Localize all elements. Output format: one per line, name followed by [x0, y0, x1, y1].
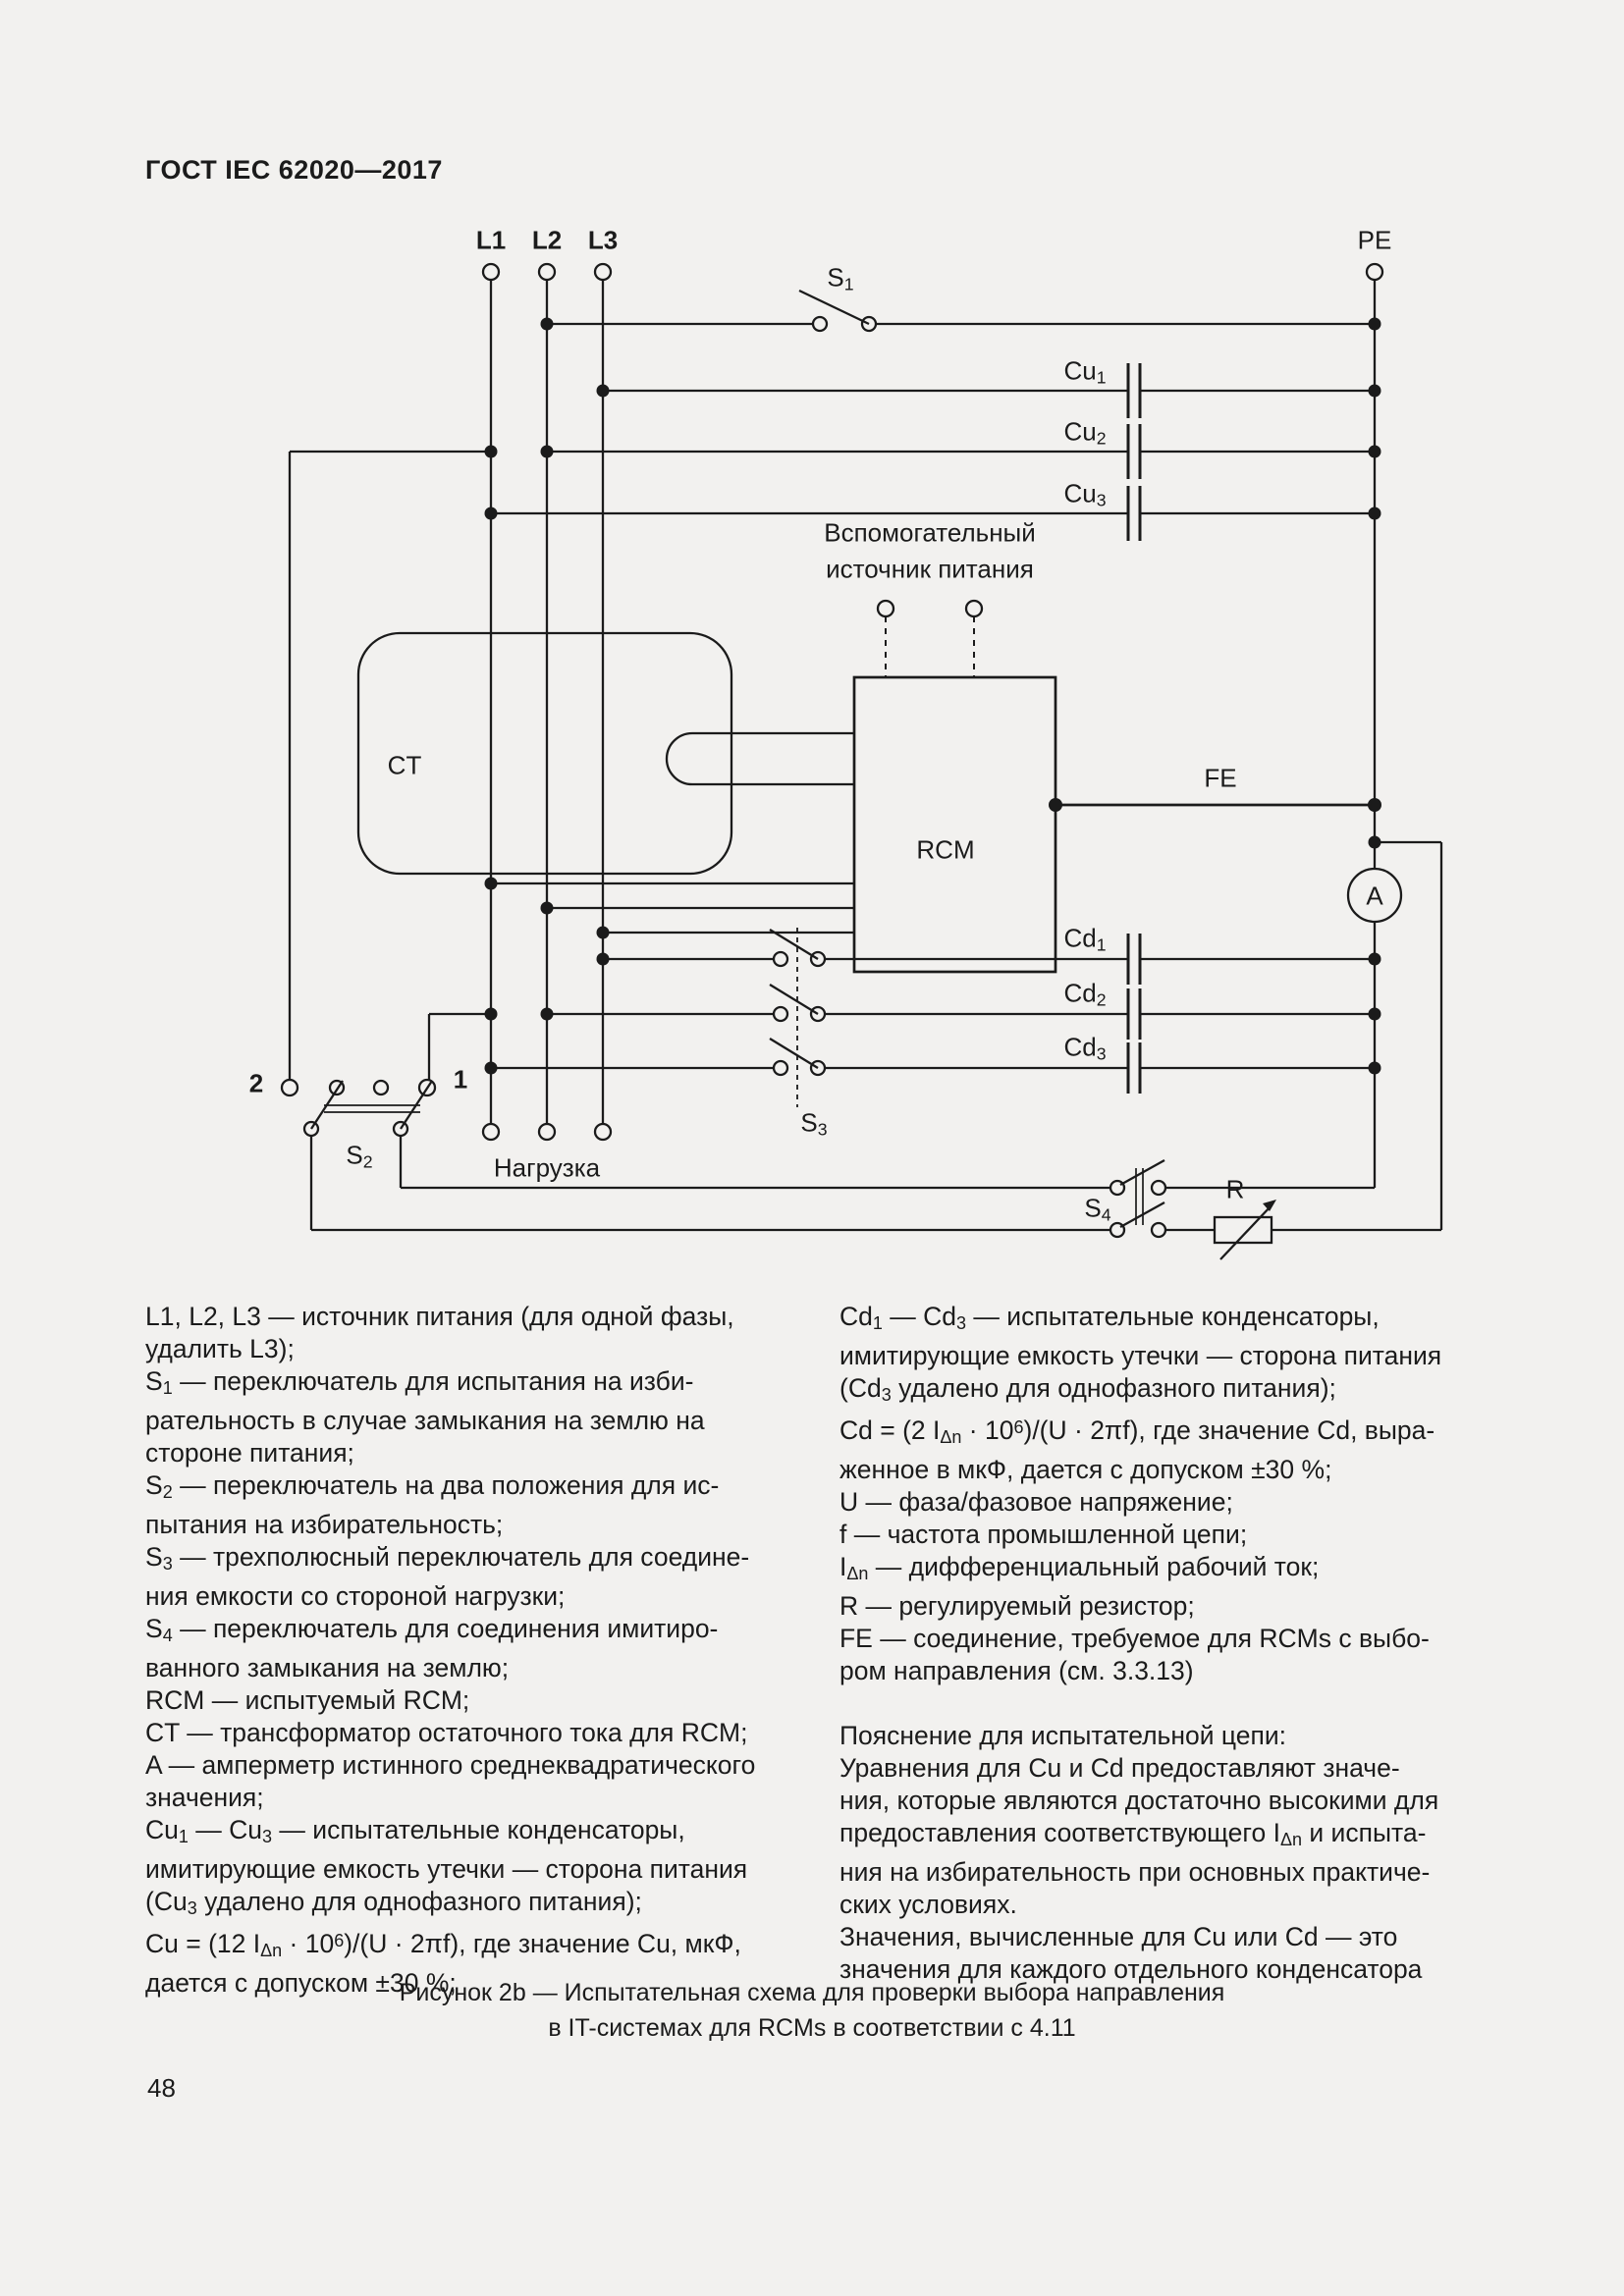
legend-line: имитирующие емкость утечки — сторона пит… — [839, 1341, 1442, 1370]
label-cd1: Cd1 — [1063, 923, 1107, 955]
legend-line: (Cu3 удалено для однофазного питания); — [145, 1887, 642, 1918]
label-cd3: Cd3 — [1063, 1032, 1107, 1064]
legend-line: удалить L3); — [145, 1334, 295, 1363]
legend-line: RCM — испытуемый RCM; — [145, 1685, 470, 1715]
load-terminal-l2 — [537, 1122, 557, 1142]
legend-left-column: L1, L2, L3 — источник питания (для одной… — [145, 1301, 848, 2000]
label-s4: S4 — [1084, 1193, 1111, 1225]
legend-line: FE — соединение, требуемое для RCMs с вы… — [839, 1624, 1430, 1653]
capacitor-cu1 — [603, 363, 1375, 418]
legend-line: предоставления соответствующего IΔn и ис… — [839, 1818, 1427, 1849]
legend-line: Пояснение для испытательной цепи: — [839, 1721, 1287, 1750]
capacitor-cd2 — [429, 984, 1375, 1040]
page-title: ГОСТ IEC 62020—2017 — [145, 155, 443, 185]
rcm-input-leads — [491, 881, 854, 934]
label-cu1: Cu1 — [1063, 355, 1107, 388]
legend-line: стороне питания; — [145, 1438, 354, 1468]
pe-rail — [1365, 262, 1384, 1188]
label-cu2: Cu2 — [1063, 416, 1107, 449]
legend-line: Cu1 — Cu3 — испытательные конденсаторы, — [145, 1815, 685, 1846]
legend-line: CT — трансформатор остаточного тока для … — [145, 1718, 748, 1747]
legend-line: f — частота промышленной цепи; — [839, 1520, 1248, 1549]
legend-line: значения; — [145, 1783, 264, 1812]
legend-line: (Cd3 удалено для однофазного питания); — [839, 1373, 1336, 1405]
label-pe: PE — [1357, 225, 1392, 255]
switch-s1 — [547, 289, 1375, 333]
figure-caption-line1: Рисунок 2b — Испытательная схема для про… — [399, 1979, 1225, 2006]
label-s3: S3 — [800, 1107, 828, 1140]
label-rcm: RCM — [916, 834, 975, 865]
legend-line: Уравнения для Cu и Cd предоставляют знач… — [839, 1753, 1400, 1783]
load-terminal-l1 — [481, 1122, 501, 1142]
legend-line: рательность в случае замыкания на землю … — [145, 1406, 705, 1435]
label-position-2: 2 — [248, 1068, 264, 1098]
resistor-r — [1213, 1200, 1276, 1260]
label-load: Нагрузка — [493, 1152, 601, 1183]
switch-s2 — [280, 1014, 437, 1230]
label-cd2: Cd2 — [1063, 978, 1107, 1010]
label-ammeter: A — [1366, 881, 1383, 911]
legend-line: L1, L2, L3 — источник питания (для одной… — [145, 1302, 734, 1331]
legend-line: ских условиях. — [839, 1890, 1017, 1919]
terminal-l3 — [593, 262, 613, 282]
capacitor-cd3 — [491, 1038, 1375, 1094]
label-position-1: 1 — [453, 1064, 468, 1095]
legend-line: ния на избирательность при основных прак… — [839, 1857, 1431, 1887]
switch-s4 — [1109, 1158, 1167, 1239]
label-cu3: Cu3 — [1063, 478, 1107, 510]
label-aux-line1: Вспомогательный — [824, 517, 1036, 548]
legend-line — [839, 1687, 1527, 1720]
legend-line: U — фаза/фазовое напряжение; — [839, 1487, 1233, 1517]
label-l2: L2 — [531, 225, 563, 255]
terminal-l2 — [537, 262, 557, 282]
label-l1: L1 — [475, 225, 507, 255]
label-l3: L3 — [587, 225, 619, 255]
legend-line: ния, которые являются достаточно высоким… — [839, 1786, 1439, 1815]
load-terminal-l3 — [593, 1122, 613, 1142]
legend-line: S1 — переключатель для испытания на изби… — [145, 1366, 694, 1398]
legend-line: имитирующие емкость утечки — сторона пит… — [145, 1854, 748, 1884]
label-aux-line2: источник питания — [826, 554, 1034, 584]
legend-line: Cd = (2 IΔn · 106)/(U · 2πf), где значен… — [839, 1415, 1435, 1447]
legend-line: ванного замыкания на землю; — [145, 1653, 510, 1682]
terminal-l1 — [481, 262, 501, 282]
legend-line: ром направления (см. 3.3.13) — [839, 1656, 1194, 1685]
page-number: 48 — [147, 2073, 176, 2103]
legend-line: S3 — трехполюсный переключатель для соед… — [145, 1542, 750, 1574]
legend-line: ния емкости со стороной нагрузки; — [145, 1581, 566, 1611]
legend-line: R — регулируемый резистор; — [839, 1591, 1195, 1621]
label-s1: S1 — [827, 262, 854, 294]
capacitor-cu2 — [290, 424, 1375, 479]
legend-right-column: Cd1 — Cd3 — испытательные конденсаторы, и… — [839, 1301, 1527, 1986]
ammeter — [1346, 840, 1443, 1230]
legend-line: значения для каждого отдельного конденса… — [839, 1954, 1423, 1984]
circuit-diagram — [280, 262, 1443, 1260]
rcm-box — [852, 675, 1057, 974]
legend-line: дается с допуском ±30 %; — [145, 1968, 457, 1998]
label-s2: S2 — [346, 1140, 373, 1172]
junction-dots — [484, 317, 1381, 1075]
legend-line: S4 — переключатель для соединения имитир… — [145, 1614, 719, 1645]
bottom-wiring — [311, 1186, 1441, 1232]
legend-line: Cd1 — Cd3 — испытательные конденсаторы, — [839, 1302, 1380, 1333]
legend-line: A — амперметр истинного среднеквадратиче… — [145, 1750, 756, 1780]
figure-caption: Рисунок 2b — Испытательная схема для про… — [0, 1975, 1624, 2046]
label-fe: FE — [1204, 763, 1237, 793]
figure-caption-line2: в IT-системах для RCMs в соответствии с … — [548, 2014, 1076, 2042]
capacitor-cu3 — [491, 486, 1375, 541]
legend-line: пытания на избирательность; — [145, 1510, 504, 1539]
terminal-pe — [1365, 262, 1384, 282]
capacitor-cd1 — [603, 929, 1375, 985]
ct-box — [356, 631, 854, 876]
legend-line: Значения, вычисленные для Cu или Cd — эт… — [839, 1922, 1398, 1951]
legend-line: женное в мкФ, дается с допуском ±30 %; — [839, 1455, 1332, 1484]
legend-line: Cu = (12 IΔn · 106)/(U · 2πf), где значе… — [145, 1929, 741, 1960]
legend-line: S2 — переключатель на два положения для … — [145, 1470, 720, 1502]
aux-supply-leads — [876, 599, 984, 677]
label-r: R — [1225, 1174, 1245, 1204]
label-ct: CT — [387, 750, 422, 780]
phase-rails — [481, 262, 613, 1142]
legend-line: IΔn — дифференциальный рабочий ток; — [839, 1552, 1320, 1583]
